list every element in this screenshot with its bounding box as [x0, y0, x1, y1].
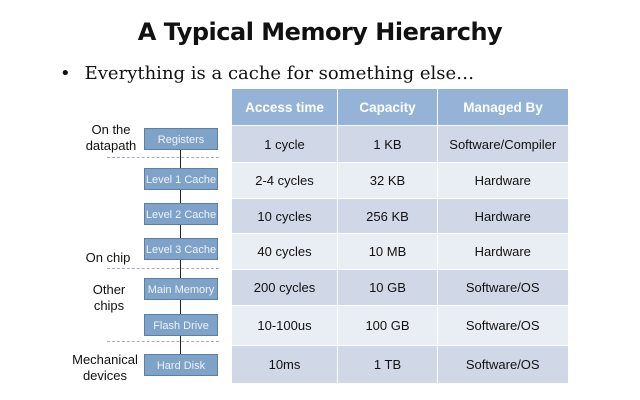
cell: Software/OS	[437, 345, 569, 383]
level-l2-cache: Level 2 Cache	[144, 203, 218, 225]
header-managed-by: Managed By	[437, 89, 568, 126]
arrow-icon	[180, 190, 181, 203]
divider	[107, 341, 219, 342]
cell: 10ms	[232, 345, 338, 383]
level-hard-disk: Hard Disk	[144, 354, 218, 376]
cell: 40 cycles	[232, 233, 338, 270]
cell: 1 cycle	[232, 125, 338, 163]
level-l3-cache: Level 3 Cache	[144, 238, 218, 260]
slide-title: A Typical Memory Hierarchy	[137, 18, 503, 46]
cell: 10 GB	[337, 269, 438, 306]
table-header: Access time Capacity Managed By	[232, 89, 568, 126]
group-label-mechanical: Mechanical devices	[72, 352, 138, 383]
divider	[107, 268, 219, 269]
cell: 100 GB	[337, 305, 438, 346]
header-access-time: Access time	[232, 89, 338, 126]
cell: 10 MB	[337, 233, 438, 270]
header-capacity: Capacity	[337, 89, 438, 126]
cell: 10-100us	[232, 305, 338, 346]
arrow-icon	[180, 260, 181, 278]
cell: 2-4 cycles	[232, 162, 338, 199]
cell: Software/Compiler	[437, 125, 569, 163]
arrow-icon	[180, 300, 181, 314]
cell: Hardware	[437, 233, 569, 270]
arrow-icon	[180, 150, 181, 168]
group-label-other: Other chips	[92, 282, 126, 313]
cell: 10 cycles	[232, 198, 338, 234]
cell: 1 KB	[337, 125, 438, 163]
bullet-point: •Everything is a cache for something els…	[60, 63, 475, 84]
level-main-memory: Main Memory	[144, 278, 218, 300]
cell: 1 TB	[337, 345, 438, 383]
level-flash-drive: Flash Drive	[144, 314, 218, 336]
arrow-icon	[180, 225, 181, 238]
level-l1-cache: Level 1 Cache	[144, 168, 218, 190]
cell: 200 cycles	[232, 269, 338, 306]
cell: Software/OS	[437, 305, 569, 346]
cell: 32 KB	[337, 162, 438, 199]
group-label-chip: On chip	[85, 250, 131, 265]
cell: Software/OS	[437, 269, 569, 306]
level-registers: Registers	[144, 128, 218, 150]
cell: 256 KB	[337, 198, 438, 234]
cell: Hardware	[437, 162, 569, 199]
cell: Hardware	[437, 198, 569, 234]
arrow-icon	[180, 336, 181, 354]
divider	[107, 157, 219, 158]
bullet-text: Everything is a cache for something else…	[84, 63, 475, 84]
group-label-datapath: On the datapath	[85, 122, 137, 153]
